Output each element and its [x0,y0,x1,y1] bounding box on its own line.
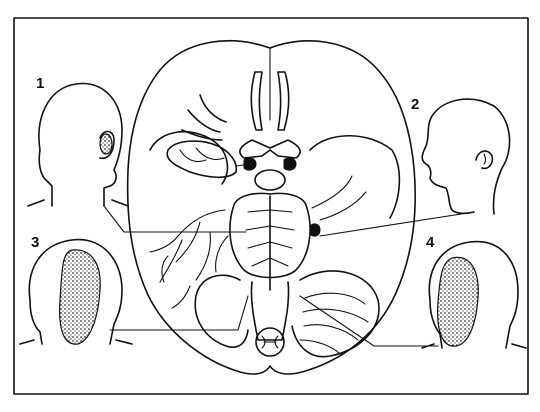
head-2-side-view [422,99,509,214]
head-3-back-view [20,240,132,345]
label-2: 2 [411,97,419,112]
left-nerve-structure [167,141,250,177]
head-1-back-view [28,84,128,206]
label-3: 3 [31,235,39,250]
brain-inferior-view [128,41,416,374]
label-1: 1 [36,76,44,91]
label-4: 4 [426,235,434,250]
head-4-back-view [422,242,526,348]
leader-lines [104,206,474,346]
